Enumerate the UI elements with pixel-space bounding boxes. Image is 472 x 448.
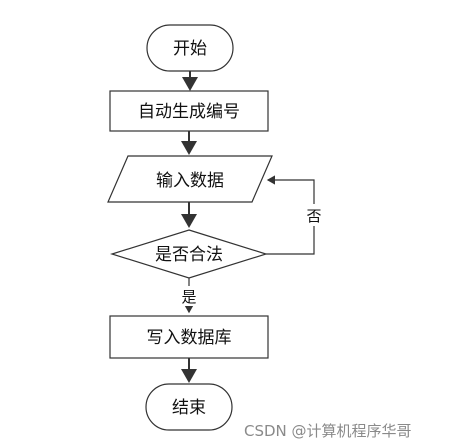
edge-no-label-bg — [304, 204, 324, 226]
start-label: 开始 — [173, 39, 207, 59]
edge-yes-label: 是 — [181, 288, 196, 306]
watermark-text: CSDN @计算机程序华哥 — [244, 422, 412, 440]
input-data-label: 输入数据 — [156, 171, 224, 191]
write-db-node — [109, 315, 269, 359]
write-db-label: 写入数据库 — [147, 328, 232, 348]
input-data-node — [107, 155, 273, 203]
edge-yes-label-bg — [179, 286, 199, 306]
generate-id-label: 自动生成编号 — [138, 102, 240, 122]
edge-no-label: 否 — [306, 207, 321, 225]
decision-label: 是否合法 — [155, 245, 223, 265]
end-node — [145, 383, 233, 431]
generate-id-node — [109, 90, 269, 132]
end-label: 结束 — [172, 398, 206, 418]
